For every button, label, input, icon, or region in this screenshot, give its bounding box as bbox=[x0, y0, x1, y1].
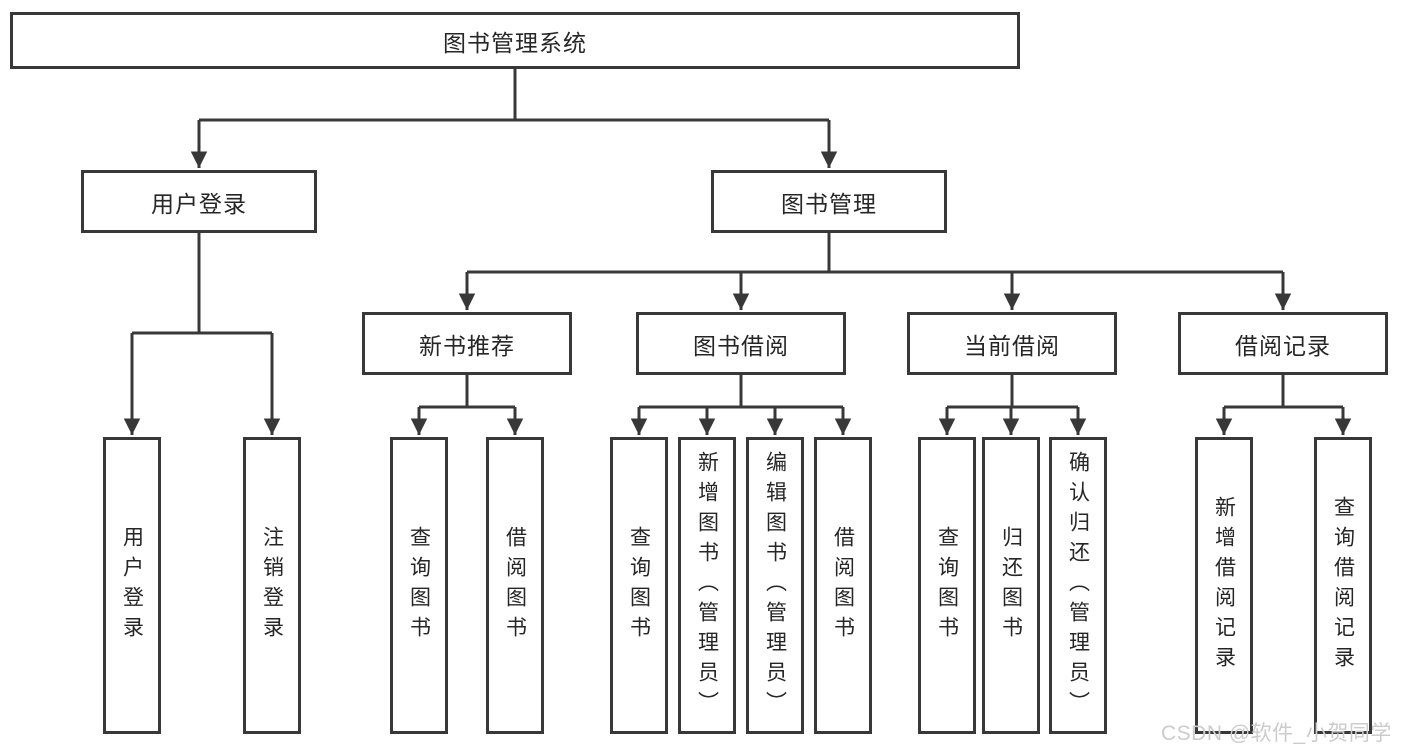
node-new-book-recommendation: 新书推荐 bbox=[362, 312, 572, 375]
leaf-label: 借阅图书 bbox=[831, 525, 855, 646]
node-label: 借阅记录 bbox=[1235, 332, 1331, 359]
leaf-user-login: 用户登录 bbox=[103, 437, 161, 734]
node-book-management: 图书管理 bbox=[711, 170, 947, 233]
leaf-query-books: 查询图书 bbox=[390, 437, 448, 734]
node-label: 新书推荐 bbox=[419, 332, 515, 359]
leaf-label: 用户登录 bbox=[120, 525, 144, 646]
leaf-return-book: 归还图书 bbox=[982, 437, 1040, 734]
csdn-watermark: CSDN @软件_小贺同学 bbox=[1161, 722, 1392, 745]
leaf-label: 查询图书 bbox=[627, 525, 651, 646]
leaf-query-books: 查询图书 bbox=[918, 437, 976, 734]
node-label: 当前借阅 bbox=[964, 332, 1060, 359]
leaf-add-borrow-record: 新增借阅记录 bbox=[1195, 437, 1253, 734]
leaf-add-book-admin: 新增图书（管理员） bbox=[678, 437, 736, 734]
node-label: 图书借阅 bbox=[693, 332, 789, 359]
leaf-query-borrow-record: 查询借阅记录 bbox=[1314, 437, 1372, 734]
node-label: 用户登录 bbox=[151, 190, 247, 217]
node-user-login: 用户登录 bbox=[81, 170, 317, 233]
node-label: 图书管理系统 bbox=[443, 29, 587, 56]
leaf-borrow-books: 借阅图书 bbox=[486, 437, 544, 734]
leaf-label: 新增借阅记录 bbox=[1212, 495, 1236, 676]
leaf-label: 查询借阅记录 bbox=[1331, 495, 1355, 676]
node-current-borrowing: 当前借阅 bbox=[907, 312, 1117, 375]
node-borrowing-records: 借阅记录 bbox=[1178, 312, 1388, 375]
leaf-label: 编辑图书（管理员） bbox=[763, 450, 787, 721]
leaf-label: 注销登录 bbox=[260, 525, 284, 646]
node-label: 图书管理 bbox=[781, 190, 877, 217]
leaf-label: 查询图书 bbox=[935, 525, 959, 646]
leaf-label: 查询图书 bbox=[407, 525, 431, 646]
node-library-system: 图书管理系统 bbox=[10, 12, 1020, 69]
leaf-edit-book-admin: 编辑图书（管理员） bbox=[746, 437, 804, 734]
leaf-label: 借阅图书 bbox=[503, 525, 527, 646]
leaf-borrow-books: 借阅图书 bbox=[814, 437, 872, 734]
leaf-logout: 注销登录 bbox=[243, 437, 301, 734]
leaf-label: 归还图书 bbox=[999, 525, 1023, 646]
leaf-label: 新增图书（管理员） bbox=[695, 450, 719, 721]
leaf-label: 确认归还（管理员） bbox=[1066, 450, 1090, 721]
leaf-confirm-return-admin: 确认归还（管理员） bbox=[1049, 437, 1107, 734]
node-book-borrowing: 图书借阅 bbox=[636, 312, 846, 375]
leaf-query-books: 查询图书 bbox=[610, 437, 668, 734]
